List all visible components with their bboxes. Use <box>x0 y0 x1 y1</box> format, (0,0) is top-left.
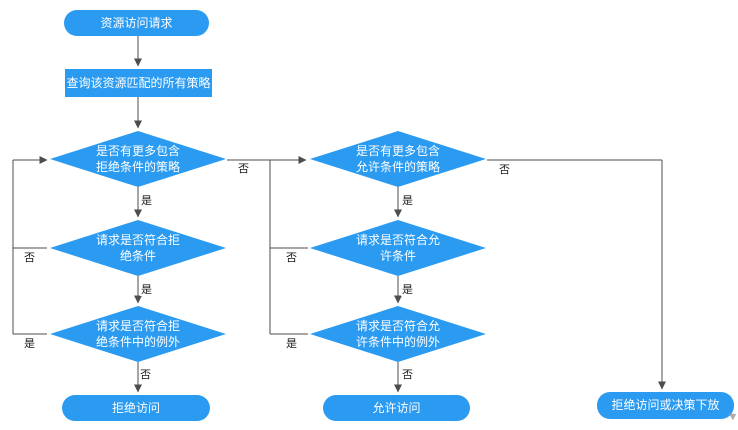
node-decision-matches-allow-condition: 请求是否符合允许条件 <box>310 220 486 276</box>
edge-label-d2-down: 是 <box>140 284 153 296</box>
node-decision-matches-deny-condition: 请求是否符合拒绝条件 <box>50 220 226 276</box>
node-decision-more-deny-policies-label: 是否有更多包含拒绝条件的策略 <box>95 144 180 174</box>
node-decision-matches-deny-exception: 请求是否符合拒绝条件中的例外 <box>50 306 226 362</box>
node-deny-access: 拒绝访问 <box>62 395 210 421</box>
edge-label-d4-down: 是 <box>401 195 414 207</box>
node-query-policies: 查询该资源匹配的所有策略 <box>65 69 212 97</box>
node-decision-matches-allow-exception: 请求是否符合允许条件中的例外 <box>310 306 486 362</box>
node-start-label: 资源访问请求 <box>100 15 173 30</box>
node-decision-matches-deny-exception-label: 请求是否符合拒绝条件中的例外 <box>95 319 180 349</box>
edge-label-d6-left: 是 <box>285 338 298 350</box>
node-query-policies-label: 查询该资源匹配的所有策略 <box>66 75 211 90</box>
edge-label-d1-right: 否 <box>237 163 250 175</box>
node-deny-or-delegate: 拒绝访问或决策下放 <box>597 392 734 419</box>
node-start: 资源访问请求 <box>64 10 209 36</box>
node-decision-matches-allow-exception-label: 请求是否符合允许条件中的例外 <box>355 319 440 349</box>
edge-label-d3-down: 否 <box>139 369 152 381</box>
edge-label-d2-left: 否 <box>23 252 36 264</box>
node-allow-access-label: 允许访问 <box>372 400 421 415</box>
node-deny-access-label: 拒绝访问 <box>111 400 160 415</box>
node-deny-or-delegate-label: 拒绝访问或决策下放 <box>611 398 720 412</box>
edge-label-d5-left: 否 <box>285 252 298 264</box>
edge-label-d4-right: 否 <box>498 164 511 176</box>
node-allow-access: 允许访问 <box>323 395 470 421</box>
node-decision-matches-deny-condition-label: 请求是否符合拒绝条件 <box>95 233 180 263</box>
edge-label-d5-down: 是 <box>401 284 414 296</box>
node-decision-more-deny-policies: 是否有更多包含拒绝条件的策略 <box>50 131 226 187</box>
node-decision-matches-allow-condition-label: 请求是否符合允许条件 <box>355 233 440 263</box>
node-decision-more-allow-policies-label: 是否有更多包含允许条件的策略 <box>355 144 440 174</box>
edge-label-d1-down: 是 <box>140 195 153 207</box>
edge-label-d6-down: 否 <box>401 369 414 381</box>
node-decision-more-allow-policies: 是否有更多包含允许条件的策略 <box>310 131 486 187</box>
edge-label-d3-left: 是 <box>23 338 36 350</box>
